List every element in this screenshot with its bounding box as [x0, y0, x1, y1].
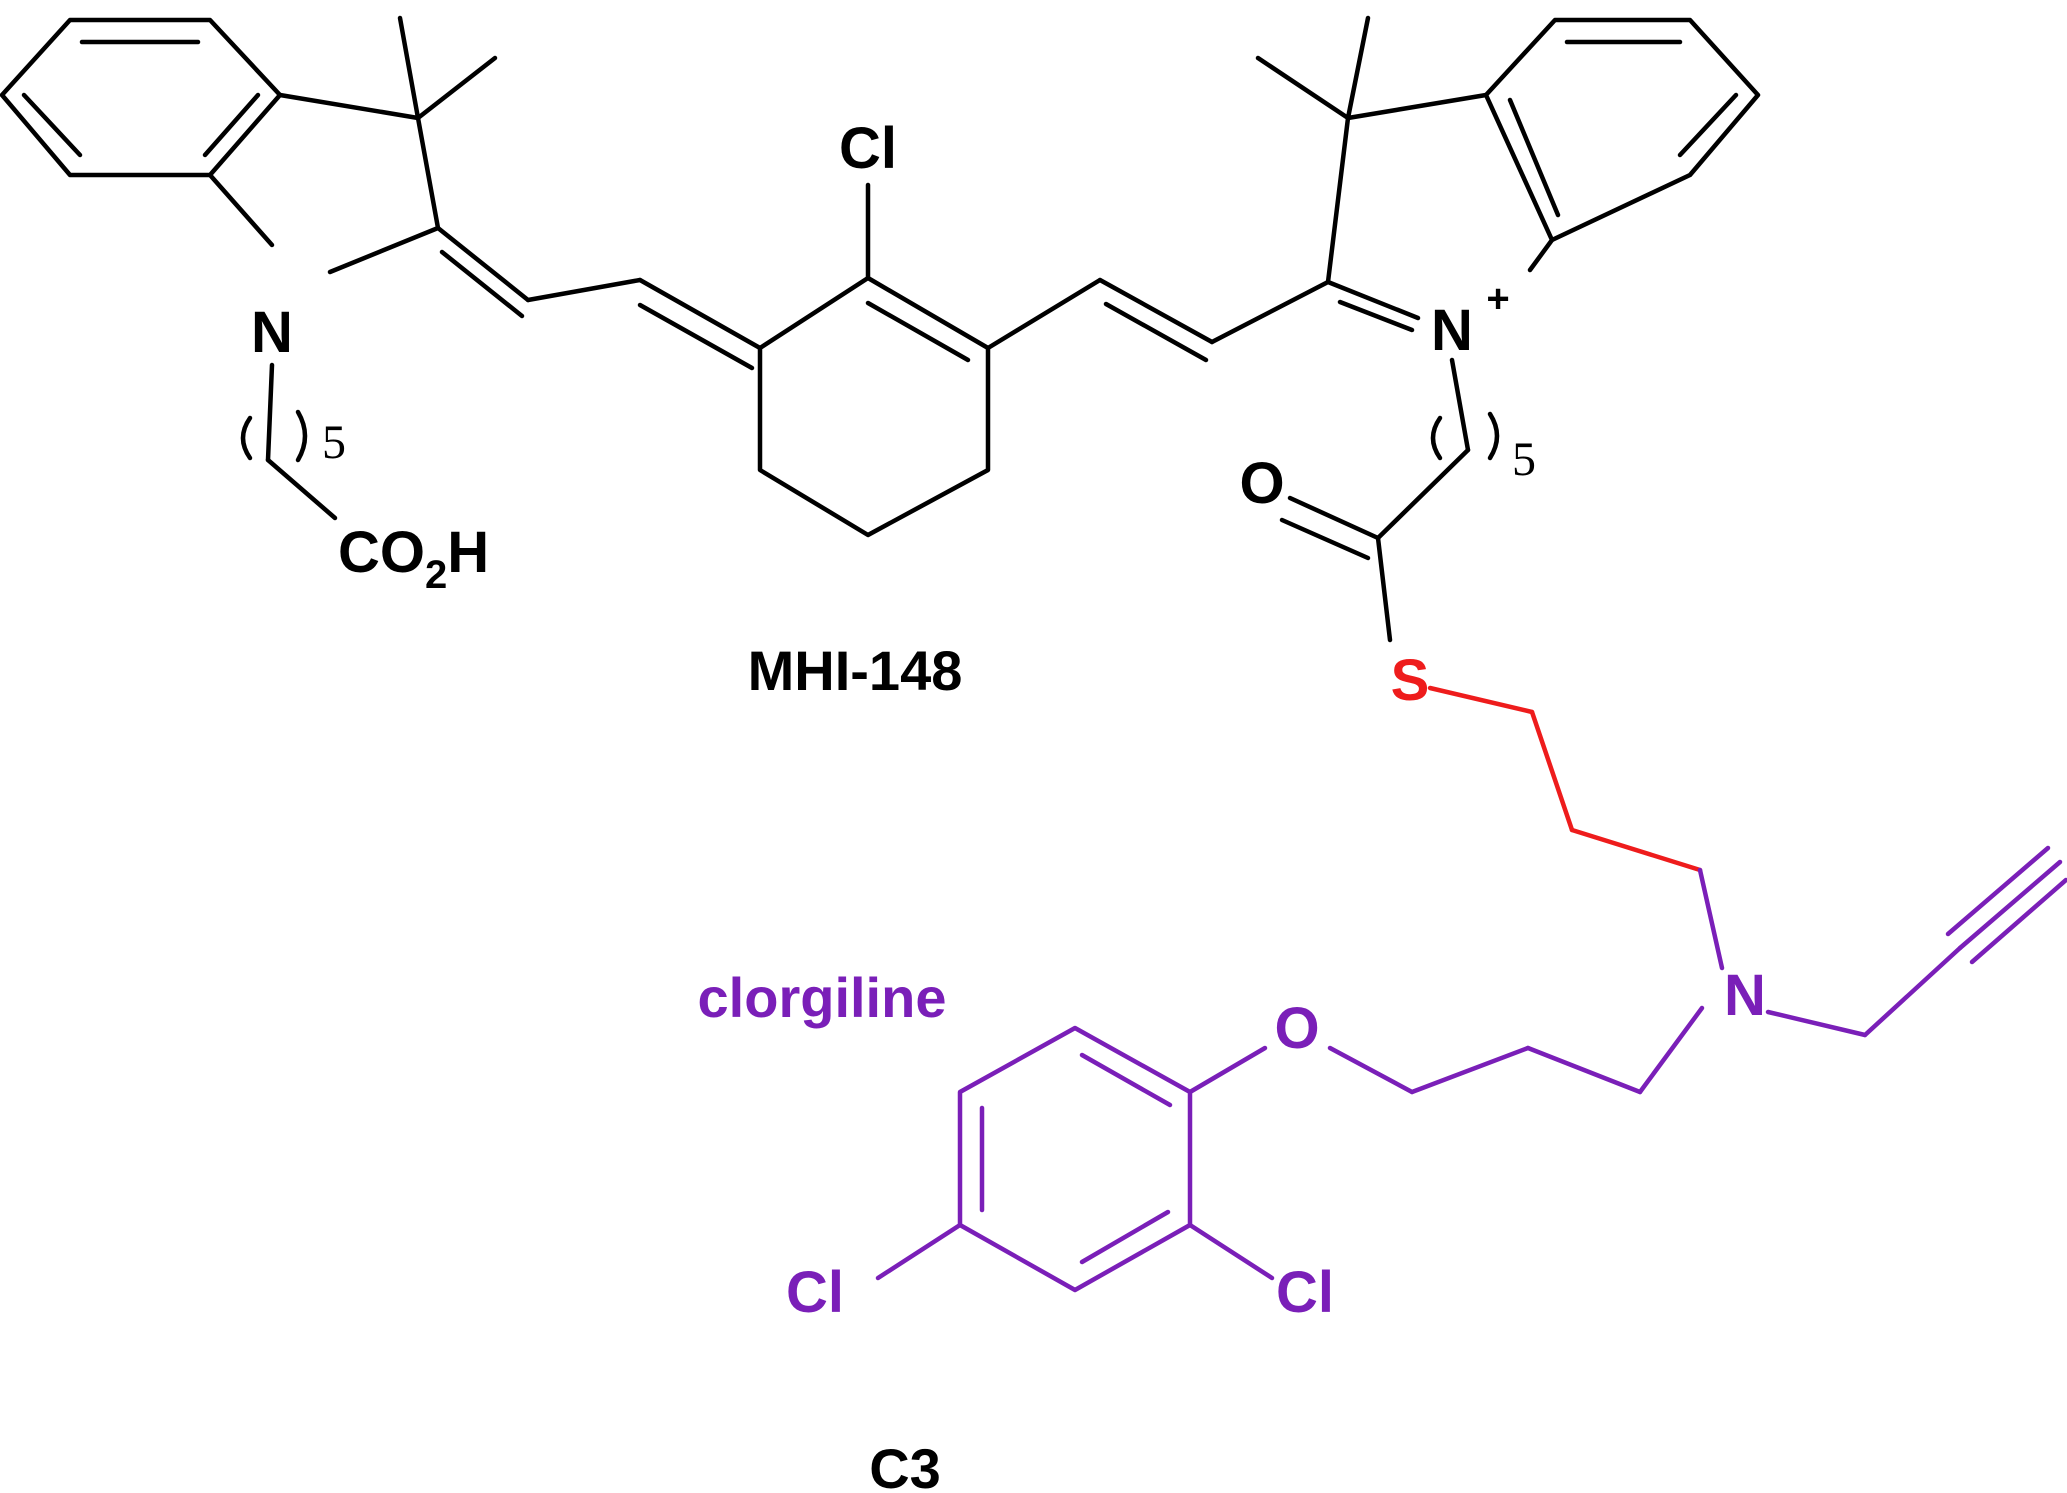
group-co2h: CO2H: [338, 520, 489, 597]
repeat-count-left: 5: [322, 416, 346, 469]
atom-n-right: N: [1431, 298, 1473, 363]
left-methine-chain: [435, 225, 763, 371]
central-cyclohexene-ring: [757, 182, 991, 538]
left-pentyl-acid-chain: [240, 362, 338, 521]
clorgiline-structure: [875, 845, 2067, 1293]
right-pentyl-chain: [1279, 357, 1500, 643]
atom-n-left: N: [251, 300, 293, 365]
right-methine-chain: [985, 277, 1331, 363]
atom-o-ether: O: [1274, 996, 1319, 1061]
atom-s-thioester: S: [1391, 648, 1430, 713]
atom-cl-ring-right: Cl: [1276, 1260, 1334, 1325]
caption-c3: C3: [869, 1437, 941, 1493]
caption-mhi-148: MHI-148: [748, 639, 963, 702]
left-indole-ring: [0, 15, 498, 275]
repeat-count-right: 5: [1512, 433, 1536, 486]
atom-n-clorgiline: N: [1724, 963, 1766, 1028]
right-indolium-ring: [1255, 15, 1761, 333]
atom-positive-charge: +: [1486, 277, 1509, 321]
atom-o-carbonyl: O: [1239, 451, 1284, 516]
atom-cl-central: Cl: [839, 116, 897, 181]
label-clorgiline: clorgiline: [698, 966, 947, 1029]
atom-cl-ring-left: Cl: [786, 1260, 844, 1325]
thiopropyl-linker: [1427, 685, 1703, 873]
